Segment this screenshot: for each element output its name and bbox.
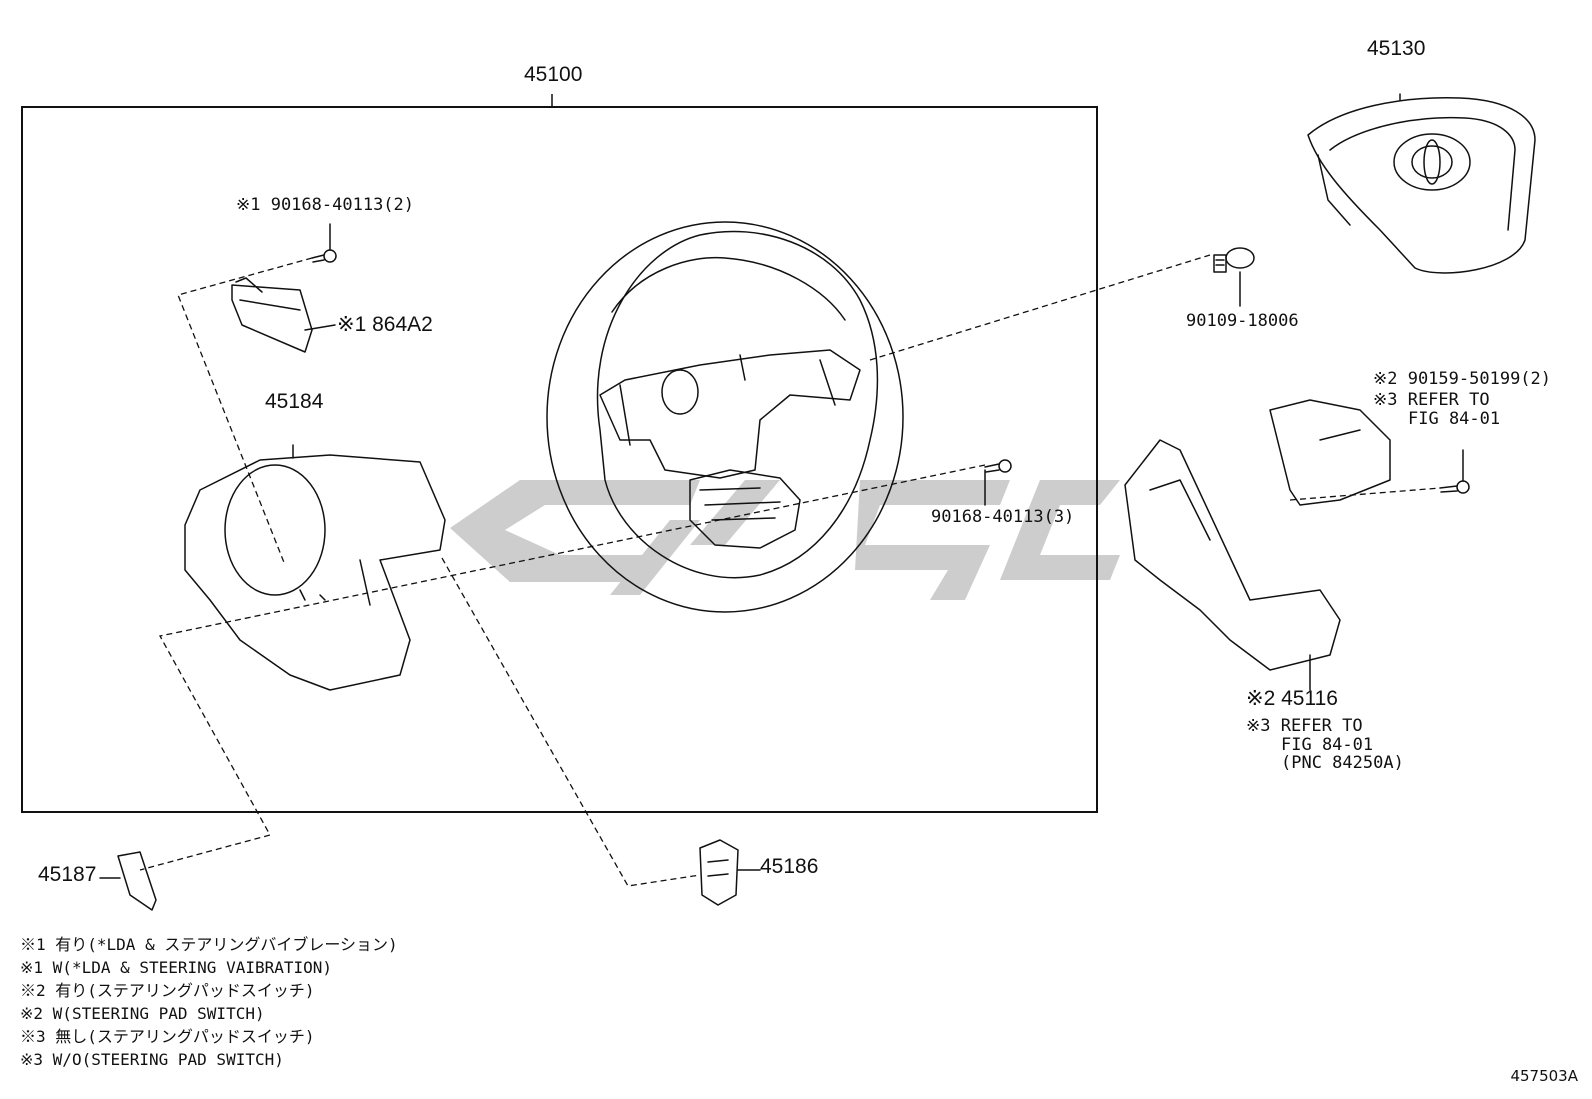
figure-id: 457503A [1510,1067,1578,1085]
footnote-5: ※3 無し(ステアリングパッドスイッチ) [20,1027,315,1046]
cover-45187 [99,851,157,911]
screw-90159 [1439,449,1470,494]
sensor-864a2 [231,277,336,353]
lower-cover-45184 [184,444,446,691]
callout-switch-3: FIG 84-01 [1281,735,1374,755]
steering-wheel [546,221,904,613]
callout-45186: 45186 [760,855,819,878]
footnote-4: ※2 W(STEERING PAD SWITCH) [20,1004,265,1023]
switch-45116 [1124,399,1391,691]
footnote-2: ※1 W(*LDA & STEERING VAIBRATION) [20,958,333,977]
callout-switch-screw-2: ※3 REFER TO [1373,390,1490,410]
callout-switch-2: ※3 REFER TO [1246,716,1363,736]
callout-45130: 45130 [1367,37,1426,60]
footnote-6: ※3 W/O(STEERING PAD SWITCH) [20,1050,284,1069]
callout-864a2: ※1 864A2 [337,313,433,336]
bolt-center [984,459,1012,506]
assembly-frame [21,106,1098,813]
cover-45186 [699,839,761,906]
callout-switch-screw-3: FIG 84-01 [1408,409,1501,429]
callout-45100: 45100 [524,63,583,86]
callout-90168-40113-3: 90168-40113(3) [931,507,1075,527]
footnote-1: ※1 有り(*LDA & ステアリングバイブレーション) [20,935,398,954]
callout-45116: ※2 45116 [1246,687,1338,710]
callout-90109-18006: 90109-18006 [1186,311,1299,331]
callout-switch-screw-1: ※2 90159-50199(2) [1373,369,1552,389]
watermark-logo [450,480,1120,600]
bolt-sensor [311,223,337,263]
footnote-3: ※2 有り(ステアリングパッドスイッチ) [20,981,315,1000]
dashed-leaders [139,254,1441,887]
callout-45187: 45187 [38,863,97,886]
callout-45184: 45184 [265,390,324,413]
callout-switch-4: (PNC 84250A) [1281,753,1404,773]
footnotes: ※1 有り(*LDA & ステアリングバイブレーション) ※1 W(*LDA &… [20,933,398,1071]
callout-bolt-sensor: ※1 90168-40113(2) [236,195,415,215]
screw-90109 [1213,247,1255,307]
horn-pad [1307,93,1536,274]
